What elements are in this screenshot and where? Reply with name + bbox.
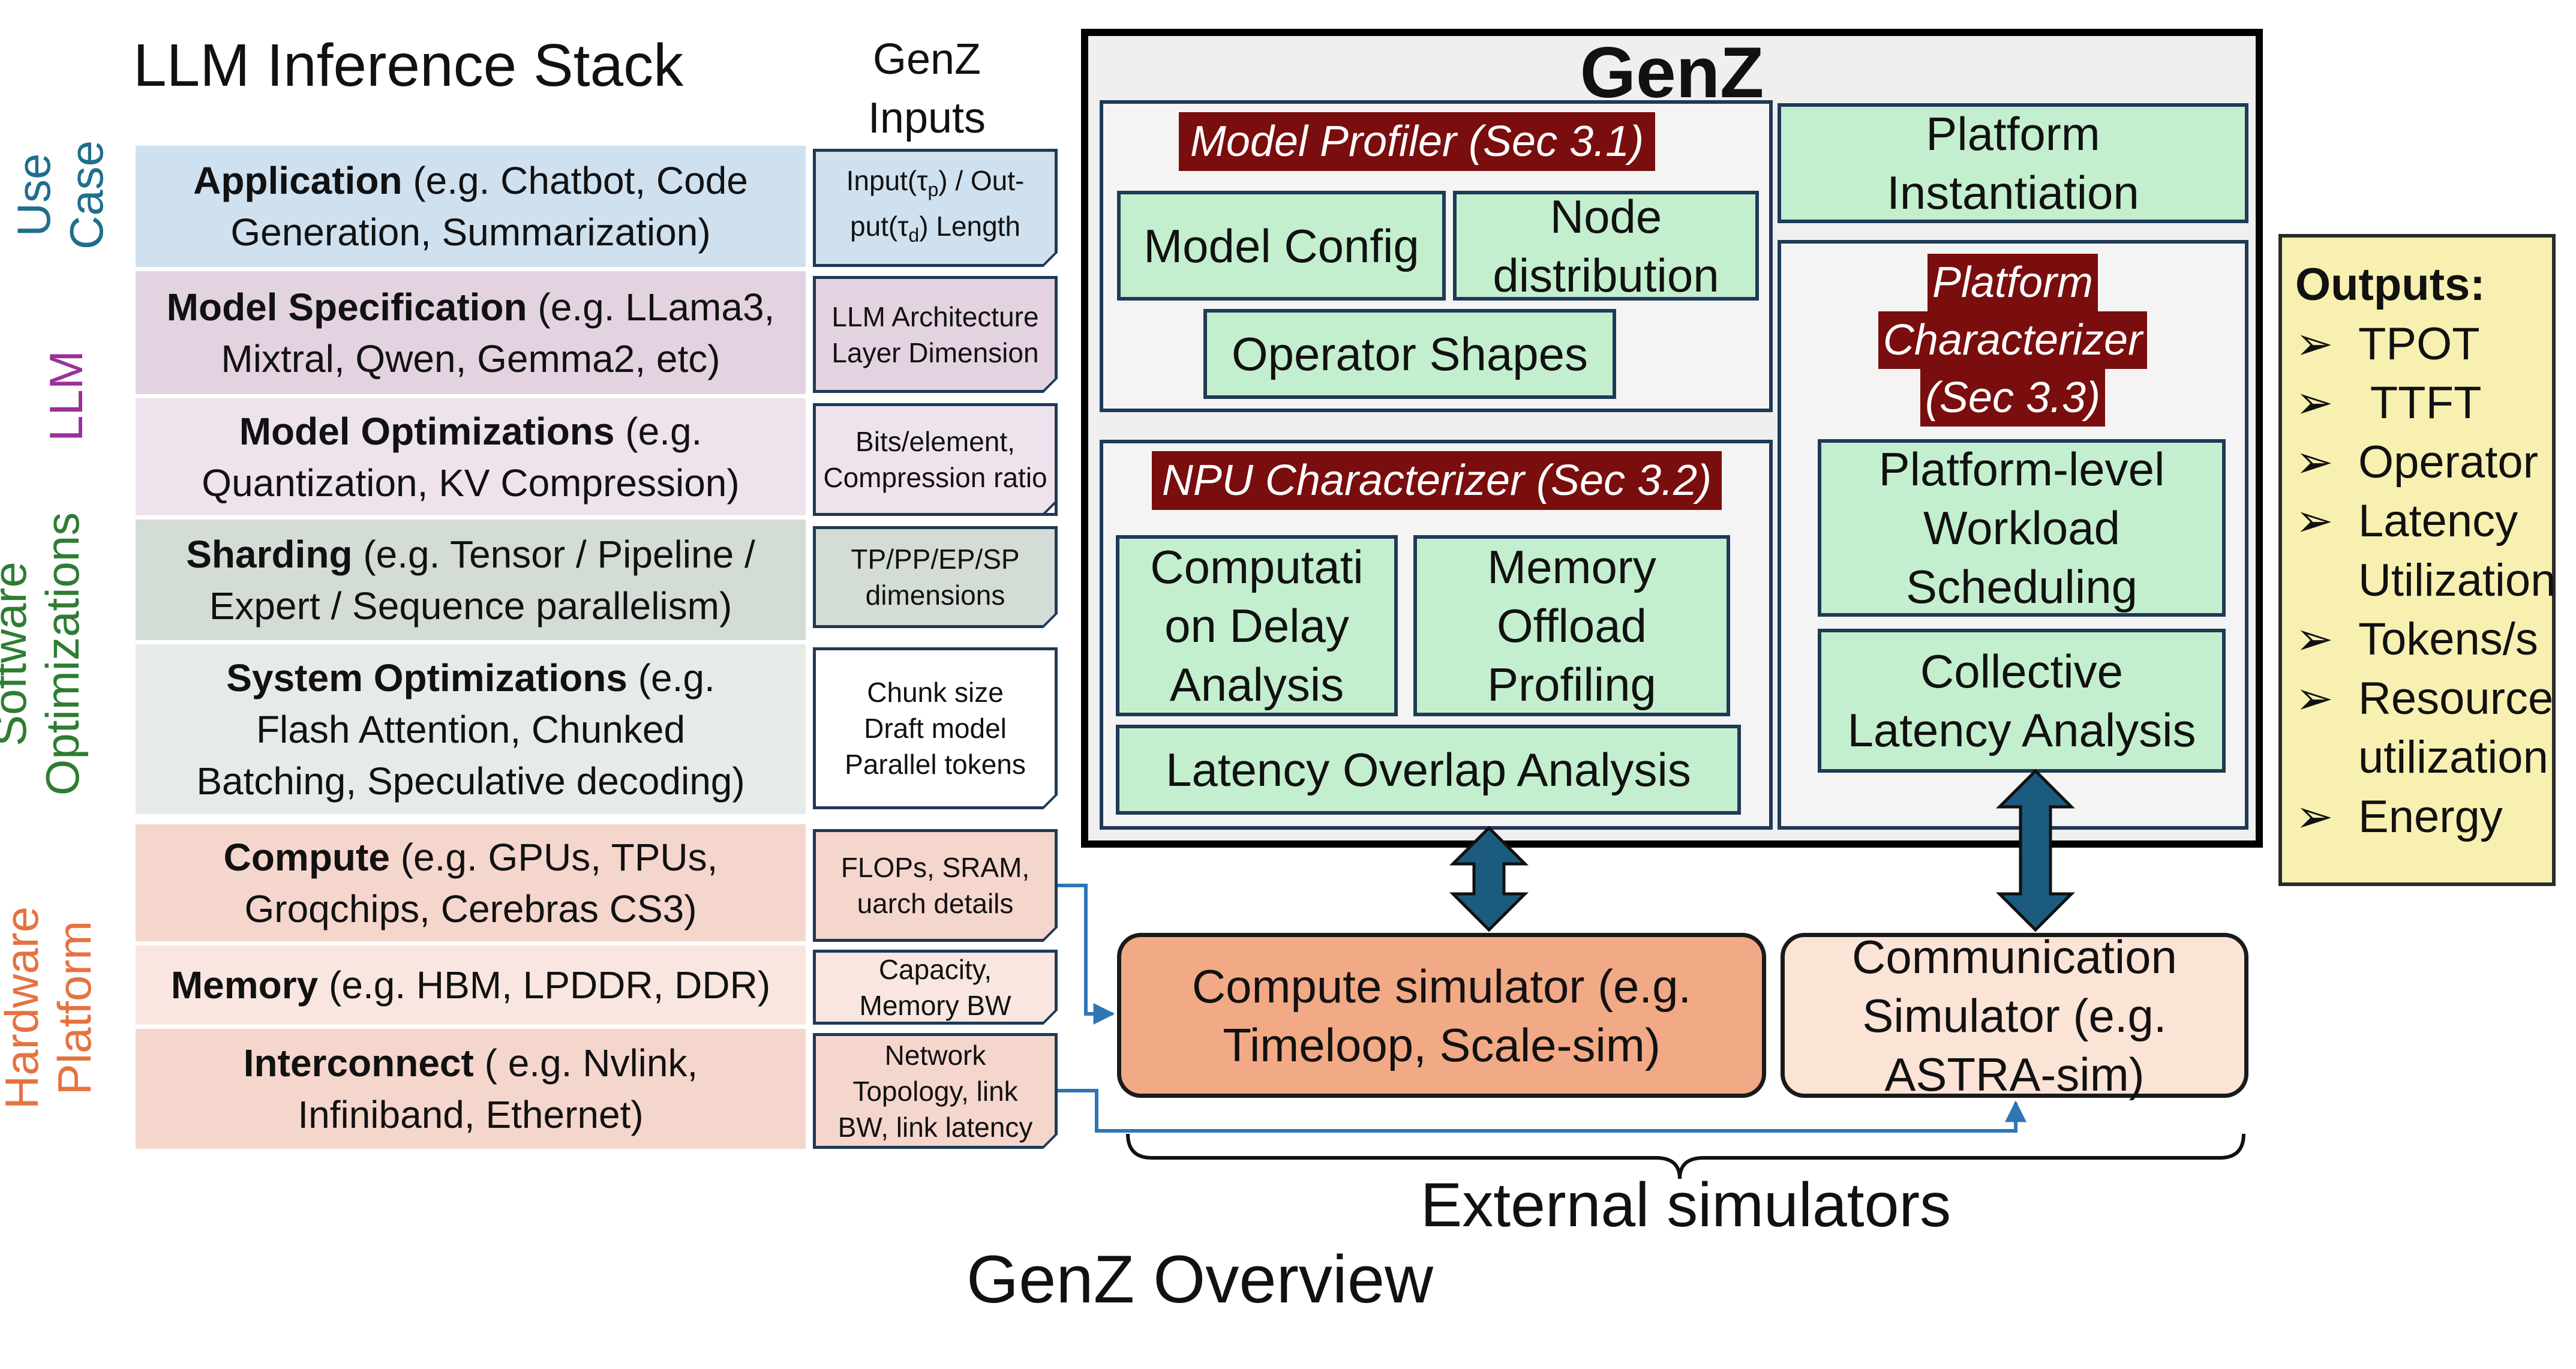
stack-model-specification: Model Specification (e.g. LLama3, Mixtra… — [136, 271, 806, 394]
stack-system-optimizations: System Optimizations (e.g. Flash Attenti… — [136, 644, 806, 814]
compute-input-connector — [1058, 884, 1115, 1025]
stack-memory: Memory (e.g. HBM, LPDDR, DDR) — [136, 945, 806, 1025]
stack-model-optimizations: Model Optimizations (e.g. Quantization, … — [136, 398, 806, 515]
model-profiler-label: Model Profiler (Sec 3.1) — [1179, 112, 1655, 171]
stack-interconnect: Interconnect ( e.g. Nvlink, Infiniband, … — [136, 1029, 806, 1149]
node-distribution-box: Node distribution — [1453, 190, 1759, 302]
outputs-header: Outputs: — [2295, 259, 2485, 310]
external-simulators-brace — [1126, 1133, 2245, 1179]
double-arrow-compute — [1449, 825, 1529, 932]
input-memory-details: Capacity, Memory BW — [813, 950, 1058, 1025]
model-config-box: Model Config — [1117, 191, 1446, 301]
genz-title: GenZ — [1580, 32, 1764, 113]
outputs-box: Outputs: ➢TPOT ➢ TTFT ➢Operator ➢Latency… — [2278, 234, 2556, 886]
input-seq-length: Input(τp) / Out- put(τd) Length — [813, 149, 1058, 267]
npu-characterizer-label: NPU Characterizer (Sec 3.2) — [1152, 451, 1722, 510]
input-bits-element: Bits/element, Compression ratio — [813, 403, 1058, 516]
input-llm-architecture: LLM Architecture Layer Dimension — [813, 276, 1058, 393]
output-tpot: ➢TPOT — [2295, 315, 2552, 374]
arrow-bullet-icon: ➢ — [2295, 673, 2334, 724]
collective-latency-box: Collective Latency Analysis — [1818, 629, 2226, 773]
output-operator-latency: ➢Operator — [2295, 433, 2552, 493]
platform-scheduling-box: Platform-level Workload Scheduling — [1818, 439, 2226, 617]
network-input-connector — [1058, 1089, 2026, 1133]
figure-caption: GenZ Overview — [966, 1242, 1433, 1317]
latency-overlap-box: Latency Overlap Analysis — [1116, 725, 1741, 815]
external-simulators-label: External simulators — [1420, 1170, 1951, 1240]
platform-characterizer-label: Platform Characterizer (Sec 3.3) — [1872, 252, 2154, 428]
genz-inputs-header: GenZ Inputs — [867, 35, 986, 142]
page-title: LLM Inference Stack — [133, 32, 684, 99]
input-system-opts: Chunk size Draft model Parallel tokens — [813, 647, 1058, 809]
output-resource-utilization: ➢Resource — [2295, 670, 2553, 729]
arrow-bullet-icon: ➢ — [2295, 318, 2334, 370]
arrow-bullet-icon: ➢ — [2295, 791, 2334, 842]
operator-shapes-box: Operator Shapes — [1203, 309, 1616, 399]
double-arrow-communication — [1995, 768, 2076, 932]
output-tokens-per-second: ➢Tokens/s — [2295, 610, 2552, 670]
input-compute-details: FLOPs, SRAM, uarch details — [813, 829, 1058, 942]
compute-simulator-box: Compute simulator (e.g. Timeloop, Scale-… — [1117, 933, 1766, 1098]
computation-delay-box: Computati on Delay Analysis — [1116, 535, 1398, 716]
arrow-bullet-icon: ➢ — [2295, 496, 2334, 547]
stack-compute: Compute (e.g. GPUs, TPUs, Groqchips, Cer… — [136, 824, 806, 941]
output-latency-utilization: ➢Latency — [2295, 492, 2552, 551]
communication-simulator-box: Communication Simulator (e.g. ASTRA-sim) — [1781, 930, 2248, 1101]
arrow-bullet-icon: ➢ — [2295, 614, 2334, 665]
input-network-details: Network Topology, link BW, link latency — [813, 1033, 1058, 1149]
arrow-bullet-icon: ➢ — [2295, 377, 2334, 428]
arrow-bullet-icon: ➢ — [2295, 436, 2334, 488]
output-energy: ➢Energy — [2295, 788, 2552, 847]
output-ttft: ➢ TTFT — [2295, 374, 2552, 433]
stack-sharding: Sharding (e.g. Tensor / Pipeline / Exper… — [136, 520, 806, 640]
stack-application: Application (e.g. Chatbot, Code Generati… — [136, 146, 806, 267]
input-parallelism-dims: TP/PP/EP/SP dimensions — [813, 526, 1058, 628]
platform-instantiation-box: Platform Instantiation — [1778, 103, 2248, 223]
memory-offload-box: Memory Offload Profiling — [1413, 535, 1730, 716]
